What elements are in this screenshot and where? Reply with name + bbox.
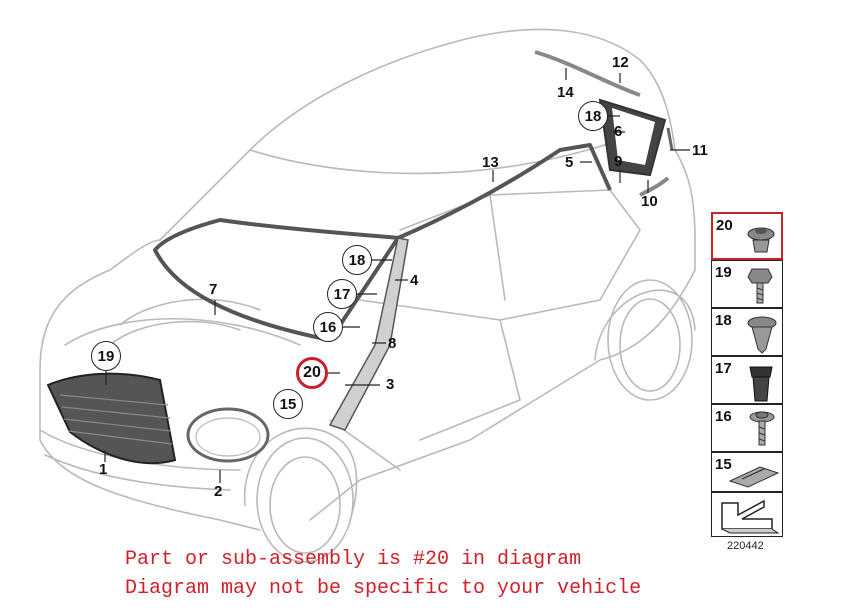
bracket-clip-icon bbox=[728, 466, 780, 488]
washer-screw-icon bbox=[749, 411, 775, 446]
callout-14: 14 bbox=[557, 84, 574, 101]
plastic-nut-icon bbox=[749, 366, 773, 402]
legend-item-15: 15 bbox=[711, 452, 783, 492]
trim-strip bbox=[639, 176, 670, 197]
legend-number: 20 bbox=[716, 217, 733, 234]
legend-number: 15 bbox=[715, 456, 732, 473]
car-outline bbox=[39, 28, 696, 563]
callout-10: 10 bbox=[641, 193, 658, 210]
callout-2: 2 bbox=[214, 483, 223, 500]
a-pillar-trim bbox=[328, 237, 409, 431]
door-frame-seal bbox=[397, 143, 612, 240]
circled-callout-18-pillar: 18 bbox=[342, 245, 372, 275]
note-disclaimer: Diagram may not be specific to your vehi… bbox=[125, 577, 642, 600]
hex-screw-icon bbox=[747, 268, 773, 304]
roof-strip bbox=[534, 50, 641, 97]
legend-item-view bbox=[711, 492, 783, 537]
legend-item-17: 17 bbox=[711, 356, 783, 404]
callout-12: 12 bbox=[612, 54, 629, 71]
circled-callout-15: 15 bbox=[273, 389, 303, 419]
circled-callout-18-rear: 18 bbox=[578, 101, 608, 131]
callout-7: 7 bbox=[209, 281, 218, 298]
note-part-number: Part or sub-assembly is #20 in diagram bbox=[125, 548, 582, 571]
legend-item-19: 19 bbox=[711, 260, 783, 308]
callout-4: 4 bbox=[410, 272, 419, 289]
callout-5: 5 bbox=[565, 154, 574, 171]
callout-8: 8 bbox=[388, 335, 397, 352]
expanding-rivet-icon bbox=[747, 227, 775, 253]
circled-callout-19: 19 bbox=[91, 341, 121, 371]
legend-number: 18 bbox=[715, 312, 732, 329]
legend-item-16: 16 bbox=[711, 404, 783, 452]
legend-item-20: 20 bbox=[711, 212, 783, 260]
callout-6: 6 bbox=[614, 123, 623, 140]
headlight-ring bbox=[186, 407, 270, 463]
windshield-seal bbox=[153, 218, 400, 342]
radiator-grille bbox=[46, 372, 177, 465]
legend-number: 17 bbox=[715, 360, 732, 377]
circled-callout-17: 17 bbox=[327, 279, 357, 309]
reference-code: 220442 bbox=[727, 540, 764, 552]
callout-11: 11 bbox=[692, 142, 708, 159]
view-arrow-icon bbox=[721, 499, 780, 534]
callout-1: 1 bbox=[99, 461, 108, 478]
legend-number: 16 bbox=[715, 408, 732, 425]
spreader-rivet-icon bbox=[747, 316, 777, 354]
legend-item-18: 18 bbox=[711, 308, 783, 356]
callout-3: 3 bbox=[386, 376, 395, 393]
callout-9: 9 bbox=[614, 153, 623, 170]
circled-callout-20-highlighted: 20 bbox=[296, 357, 328, 389]
circled-callout-16: 16 bbox=[313, 312, 343, 342]
callout-13: 13 bbox=[482, 154, 499, 171]
legend-number: 19 bbox=[715, 264, 732, 281]
